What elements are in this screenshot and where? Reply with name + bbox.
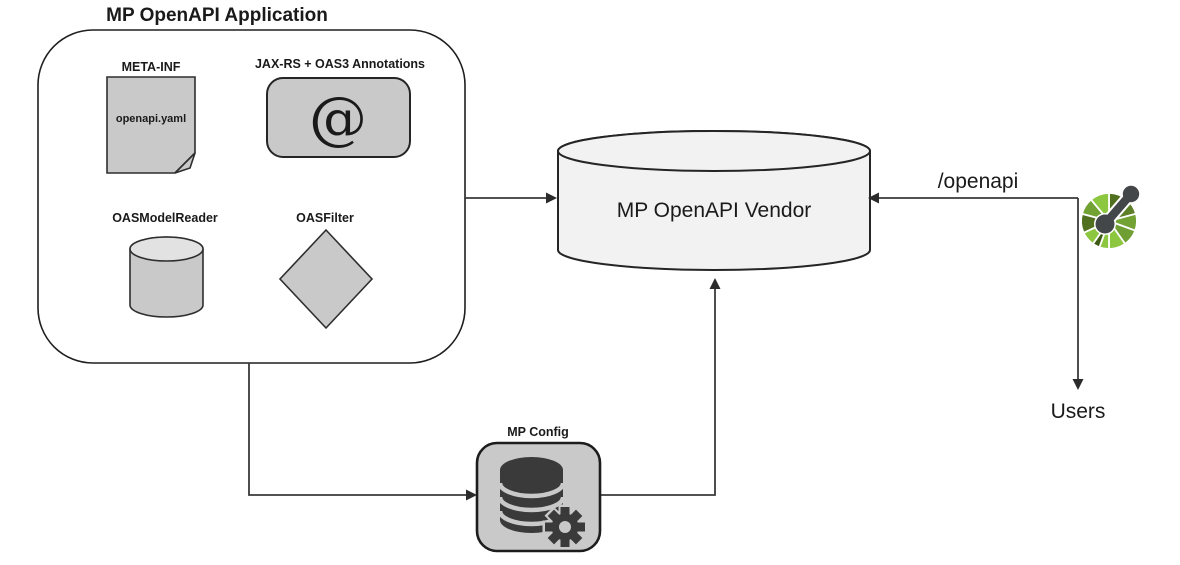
connector-line <box>248 363 467 496</box>
oas-filter-label: OASFilter <box>296 211 354 225</box>
gear-icon <box>542 504 588 550</box>
database-cylinder-top <box>557 130 871 172</box>
openapi-endpoint-label: /openapi <box>938 170 1019 193</box>
node-oas-filter: OASFilter <box>278 211 374 330</box>
arrowhead <box>1072 379 1084 390</box>
meta-inf-label: META-INF <box>122 60 181 74</box>
diagram-title: MP OpenAPI Application <box>106 5 328 26</box>
at-symbol-icon: @ <box>309 84 367 152</box>
connector-to-users: Users <box>1051 198 1106 423</box>
openapi-initiative-logo <box>1080 184 1141 250</box>
node-oas-model-reader: OASModelReader <box>112 211 218 318</box>
gear-hole <box>559 521 571 533</box>
connector-app-to-vendor <box>465 192 557 204</box>
oas-model-reader-label: OASModelReader <box>112 211 218 225</box>
arrowhead <box>466 489 477 501</box>
mp-config-label: MP Config <box>507 425 569 439</box>
arrowhead <box>868 192 879 204</box>
document-folded-corner-icon <box>106 76 196 174</box>
connector-line <box>600 288 716 496</box>
node-vendor: MP OpenAPI Vendor <box>557 130 871 271</box>
vendor-label: MP OpenAPI Vendor <box>617 199 812 222</box>
connector-openapi-endpoint: /openapi <box>868 170 1078 204</box>
logo-compass-arm <box>1094 184 1141 235</box>
diamond-icon <box>278 228 374 330</box>
annotations-box <box>266 77 411 158</box>
document-fold-flap <box>174 152 196 174</box>
cylinder-top <box>129 236 204 262</box>
openapi-yaml-label: openapi.yaml <box>116 113 186 125</box>
node-meta-inf: META-INF openapi.yaml <box>106 60 196 174</box>
users-label: Users <box>1051 400 1106 423</box>
node-mp-config: MP Config <box>475 425 602 553</box>
node-annotations: JAX-RS + OAS3 Annotations @ <box>255 57 425 158</box>
connector-app-to-config <box>248 363 477 501</box>
database-gear-icon <box>497 457 588 550</box>
annotations-label: JAX-RS + OAS3 Annotations <box>255 57 425 71</box>
connector-config-to-vendor <box>600 278 721 496</box>
arrowhead <box>709 278 721 289</box>
arrowhead <box>546 192 557 204</box>
